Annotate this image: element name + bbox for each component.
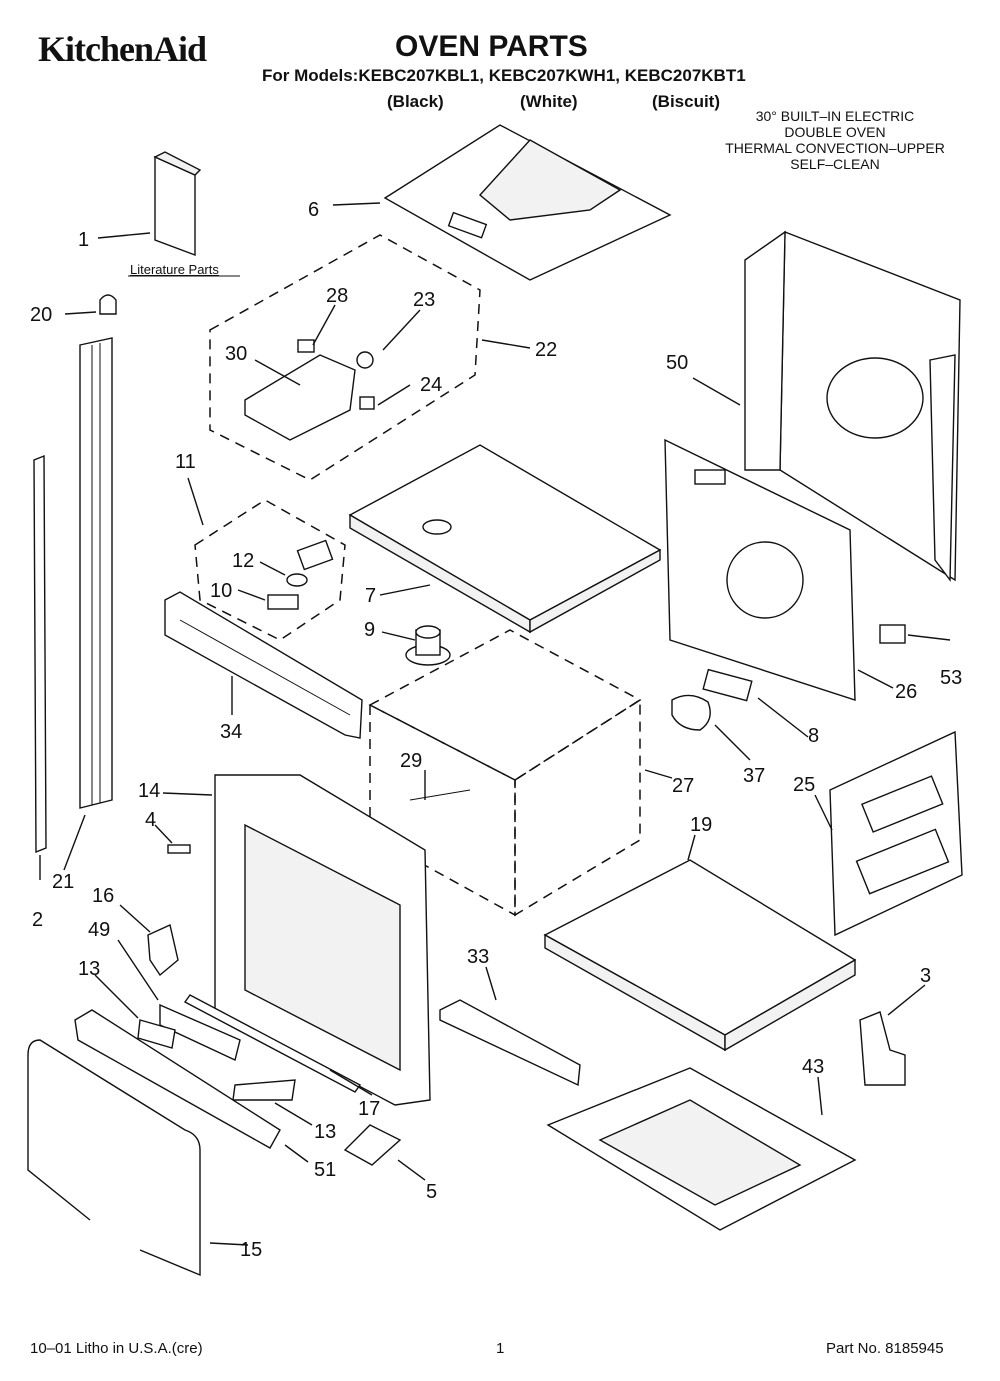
variant-biscuit: (Biscuit) bbox=[652, 92, 720, 111]
callout-26: 26 bbox=[895, 681, 917, 703]
callout-14: 14 bbox=[138, 780, 160, 802]
part-2-strip bbox=[33, 454, 47, 854]
callout-33: 33 bbox=[467, 946, 489, 968]
callout-24: 24 bbox=[420, 374, 442, 396]
callout-5: 5 bbox=[426, 1181, 437, 1203]
callout-12: 12 bbox=[232, 550, 254, 572]
part-10 bbox=[267, 594, 299, 610]
part-49 bbox=[159, 1003, 241, 1061]
part-17 bbox=[183, 994, 362, 1093]
description-line: SELF–CLEAN bbox=[790, 156, 880, 172]
brand-logo: KitchenAid bbox=[38, 29, 207, 69]
literature-parts-label: Literature Parts bbox=[130, 262, 219, 277]
callout-17: 17 bbox=[358, 1098, 380, 1120]
callout-27: 27 bbox=[672, 775, 694, 797]
description-line: DOUBLE OVEN bbox=[784, 124, 886, 140]
part-21-trim bbox=[79, 337, 113, 809]
callout-11: 11 bbox=[175, 451, 196, 473]
part-12 bbox=[286, 573, 308, 587]
description-line: THERMAL CONVECTION–UPPER bbox=[725, 140, 945, 156]
group-11-outline bbox=[194, 499, 346, 641]
part-34-control-panel bbox=[164, 591, 363, 739]
callout-28: 28 bbox=[326, 285, 348, 307]
part-3 bbox=[859, 1011, 906, 1086]
part-5 bbox=[343, 1124, 402, 1166]
part-51 bbox=[74, 1009, 281, 1149]
part-9-motor bbox=[405, 625, 451, 666]
callout-3: 3 bbox=[920, 965, 931, 987]
callout-13: 13 bbox=[314, 1121, 336, 1143]
part-4-screw bbox=[167, 844, 191, 854]
callout-16: 16 bbox=[92, 885, 114, 907]
callout-6: 6 bbox=[308, 199, 319, 221]
variant-white: (White) bbox=[520, 92, 578, 111]
callout-8: 8 bbox=[808, 725, 819, 747]
part-25-side-panel bbox=[829, 730, 963, 937]
callout-25: 25 bbox=[793, 774, 815, 796]
part-6-top bbox=[383, 124, 672, 281]
part-27-cavity bbox=[368, 629, 642, 917]
callout-21: 21 bbox=[52, 871, 74, 893]
callout-22: 22 bbox=[535, 339, 557, 361]
callout-19: 19 bbox=[690, 814, 712, 836]
part-37 bbox=[671, 694, 711, 731]
part-7-top-panel bbox=[348, 444, 662, 634]
part-literature bbox=[153, 151, 202, 257]
callout-29: 29 bbox=[400, 750, 422, 772]
footer-page-number: 1 bbox=[496, 1340, 505, 1357]
part-33 bbox=[439, 999, 581, 1087]
part-20 bbox=[99, 294, 117, 315]
part-53 bbox=[879, 624, 906, 644]
callout-53: 53 bbox=[940, 667, 962, 689]
callout-2: 2 bbox=[32, 909, 43, 931]
part-sensor bbox=[296, 539, 334, 571]
callout-37: 37 bbox=[743, 765, 765, 787]
callout-20: 20 bbox=[30, 304, 52, 326]
callout-9: 9 bbox=[364, 619, 375, 641]
callout-7: 7 bbox=[365, 585, 376, 607]
part-30-bracket bbox=[244, 339, 375, 441]
callout-30: 30 bbox=[225, 343, 247, 365]
part-19-bottom bbox=[543, 859, 857, 1052]
part-13 bbox=[137, 1019, 176, 1049]
callout-1: 1 bbox=[78, 229, 89, 251]
callout-10: 10 bbox=[210, 580, 232, 602]
callout-13: 13 bbox=[78, 958, 100, 980]
part-15-gasket bbox=[27, 1039, 201, 1277]
footer-part-number: Part No. 8185945 bbox=[826, 1340, 944, 1357]
callout-43: 43 bbox=[802, 1056, 824, 1078]
part-16 bbox=[147, 924, 179, 977]
callout-15: 15 bbox=[240, 1239, 262, 1261]
part-14-front-frame bbox=[214, 774, 431, 1106]
variant-black: (Black) bbox=[387, 92, 444, 111]
part-13 bbox=[232, 1079, 296, 1101]
callout-50: 50 bbox=[666, 352, 688, 374]
description-line: 30° BUILT–IN ELECTRIC bbox=[755, 108, 915, 124]
callout-23: 23 bbox=[413, 289, 435, 311]
part-8 bbox=[702, 668, 753, 702]
part-26-convection bbox=[664, 438, 856, 701]
group-22-outline bbox=[209, 234, 481, 481]
page-title: OVEN PARTS bbox=[395, 30, 588, 63]
part-43-tray bbox=[546, 1067, 857, 1231]
callout-49: 49 bbox=[88, 919, 110, 941]
leader-lines bbox=[39, 202, 951, 1246]
footer-litho: 10–01 Litho in U.S.A.(cre) bbox=[30, 1340, 203, 1357]
model-list: For Models:KEBC207KBL1, KEBC207KWH1, KEB… bbox=[262, 66, 746, 85]
oven-description: 30° BUILT–IN ELECTRIC DOUBLE OVEN THERMA… bbox=[700, 108, 970, 172]
part-50-back-panel bbox=[744, 230, 961, 583]
callout-34: 34 bbox=[220, 721, 242, 743]
callout-4: 4 bbox=[145, 809, 156, 831]
callout-51: 51 bbox=[314, 1159, 336, 1181]
